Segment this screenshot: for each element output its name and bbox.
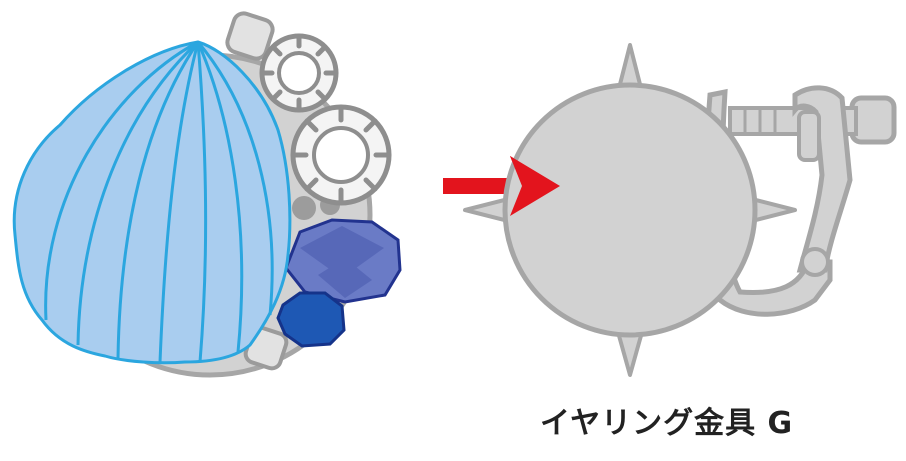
blue-faceted-gem bbox=[286, 220, 400, 302]
screw-knob bbox=[852, 98, 894, 142]
grey-bead bbox=[292, 196, 316, 220]
clip-pivot bbox=[802, 249, 828, 275]
earring-clip-illustration bbox=[465, 45, 894, 375]
product-caption: イヤリング金具 G bbox=[540, 398, 820, 442]
round-plate bbox=[505, 85, 755, 335]
rhinestone-large bbox=[293, 107, 389, 203]
scallop-shell bbox=[14, 42, 290, 363]
shell-brooch-illustration bbox=[14, 11, 400, 375]
rhinestone-small bbox=[262, 36, 336, 110]
